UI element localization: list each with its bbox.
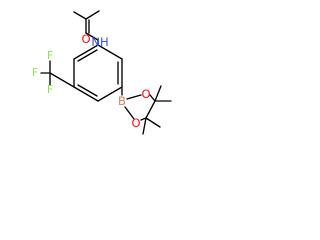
- atom-b: B: [118, 94, 126, 108]
- bond: [140, 117, 147, 121]
- bond: [73, 86, 99, 102]
- structure-diagram: O NH B O O F F F: [32, 10, 172, 135]
- atom-o-carbonyl: O: [81, 32, 90, 46]
- atom-f-bottom: F: [47, 84, 53, 96]
- atom-n-amide: NH: [91, 35, 108, 49]
- bonds: [40, 10, 172, 135]
- bond: [73, 11, 87, 20]
- bond: [142, 117, 147, 135]
- bond: [97, 44, 123, 60]
- bond: [124, 106, 135, 120]
- bond: [49, 72, 75, 88]
- bond: [85, 10, 100, 20]
- bond: [73, 44, 99, 60]
- bond: [149, 94, 156, 102]
- bond: [145, 117, 161, 128]
- bond: [97, 86, 123, 102]
- bond: [154, 85, 162, 102]
- bond: [77, 84, 98, 97]
- atom-labels: O NH B O O F F F: [32, 32, 151, 130]
- bond: [145, 100, 156, 119]
- atom-o-ring-upper: O: [141, 87, 150, 101]
- atom-f-top: F: [47, 50, 53, 62]
- atom-f-left: F: [32, 67, 38, 79]
- atom-o-ring-lower: O: [131, 116, 140, 130]
- bond: [77, 49, 98, 62]
- bond: [85, 32, 99, 41]
- bond: [126, 94, 142, 100]
